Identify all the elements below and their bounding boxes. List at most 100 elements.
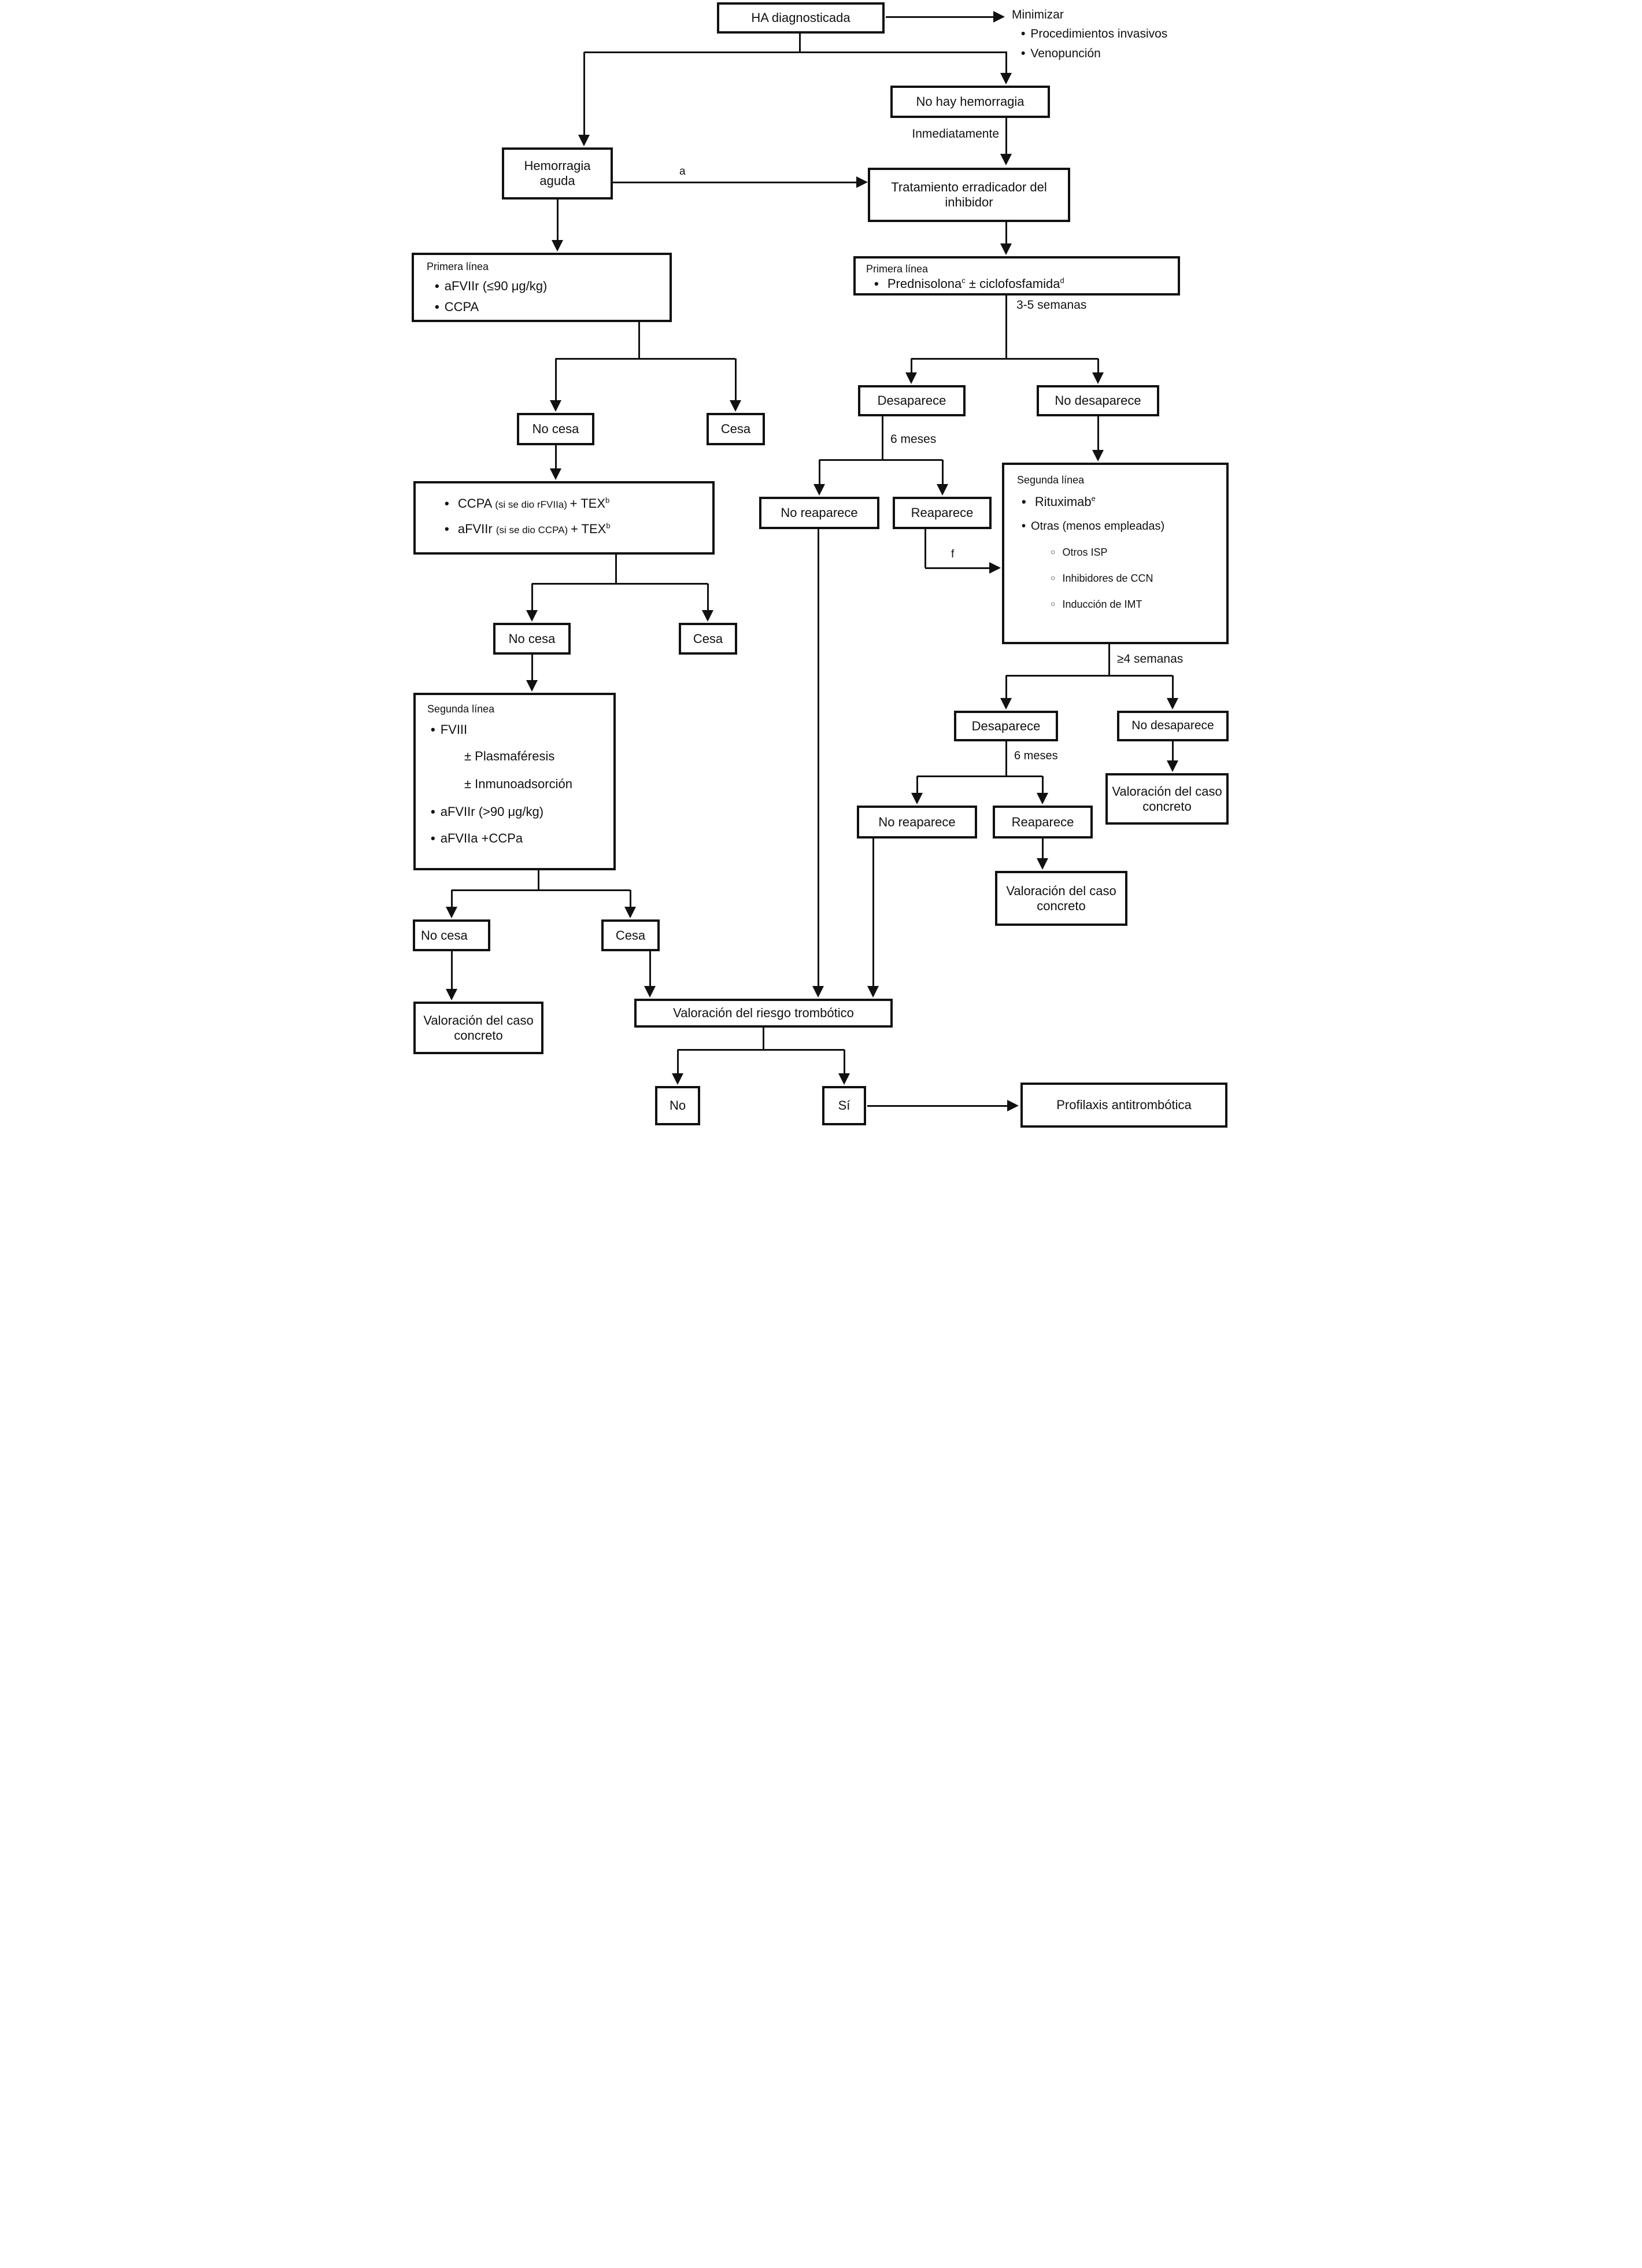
drug-name: Prednisolona	[887, 276, 962, 291]
arrowhead-icon	[1092, 450, 1104, 461]
arrowhead-icon	[838, 1073, 850, 1085]
edge-label-3-5-semanas: 3-5 semanas	[1016, 298, 1087, 312]
node-riesgo-trombotico: Valoración del riesgo trombótico	[634, 999, 893, 1028]
treatment-item: Otras (menos empleadas)	[1022, 520, 1214, 534]
footnote-sup-c: c	[961, 276, 966, 285]
arrowhead-icon	[578, 135, 590, 146]
connector-line	[867, 1105, 1008, 1107]
footnote-sup-d: d	[1060, 276, 1064, 285]
node-label: Hemorragia aguda	[524, 158, 591, 188]
arrowhead-icon	[905, 372, 917, 384]
arrowhead-icon	[1037, 858, 1048, 870]
connector-line	[531, 583, 533, 611]
node-label: Valoración del caso concreto	[1006, 883, 1116, 913]
arrowhead-icon	[526, 610, 538, 622]
node-label: No cesa	[532, 422, 579, 437]
node-label: No cesa	[508, 631, 556, 646]
arrowhead-icon	[1167, 760, 1178, 772]
connector-line	[707, 583, 709, 611]
drug-name: + TEX	[570, 521, 606, 536]
arrowhead-icon	[911, 793, 923, 804]
connector-line	[1172, 675, 1174, 699]
drug-name: ± ciclofosfamida	[965, 276, 1060, 291]
node-label: Sí	[838, 1098, 850, 1113]
connector-line	[924, 529, 926, 568]
connector-line	[555, 445, 557, 470]
node-no-cesa-2: No cesa	[493, 623, 571, 655]
arrowhead-icon	[989, 562, 1001, 574]
node-primera-linea-der: Primera línea Prednisolonac ± ciclofosfa…	[853, 256, 1180, 295]
connector-line	[763, 1028, 764, 1050]
drug-name: + TEX	[569, 496, 605, 511]
arrowhead-icon	[813, 484, 825, 496]
minimizar-title: Minimizar	[1012, 8, 1064, 21]
connector-line	[678, 1049, 844, 1051]
arrowhead-icon	[1167, 698, 1178, 710]
node-reaparece-2: Reaparece	[993, 806, 1093, 839]
connector-line	[1097, 416, 1099, 451]
treatment-subitem: Inhibidores de CCN	[1017, 572, 1214, 585]
connector-line	[1005, 675, 1007, 699]
node-label: No cesa	[421, 928, 468, 943]
arrowhead-icon	[812, 986, 824, 998]
flowchart-canvas: HA diagnosticada Minimizar Procedimiento…	[410, 0, 1232, 1134]
node-label: Valoración del caso concreto	[1112, 784, 1222, 814]
arrowhead-icon	[867, 986, 879, 998]
node-cesa-1: Cesa	[707, 413, 765, 445]
arrowhead-icon	[672, 1073, 683, 1085]
arrowhead-icon	[702, 610, 713, 622]
connector-line	[613, 182, 857, 183]
connector-line	[1042, 776, 1044, 794]
node-label: Cesa	[693, 631, 723, 646]
condition-text: (si se dio rFVIIa)	[495, 499, 570, 510]
arrowhead-icon	[446, 989, 457, 1000]
arrowhead-icon	[993, 11, 1005, 23]
node-label: Desaparece	[971, 718, 1041, 733]
connector-line	[1006, 675, 1173, 677]
connector-line	[451, 890, 453, 908]
node-profilaxis: Profilaxis antitrombótica	[1020, 1083, 1227, 1128]
connector-line	[882, 416, 883, 460]
node-reaparece-1: Reaparece	[893, 497, 992, 529]
drug-name: aFVIIr	[457, 521, 496, 536]
node-no: No	[655, 1086, 700, 1125]
minimizar-item-procedimientos: Procedimientos invasivos	[1021, 27, 1167, 41]
node-label: No hay hemorragia	[916, 94, 1025, 109]
connector-line	[649, 951, 651, 987]
node-segunda-linea-der: Segunda línea Rituximabe Otras (menos em…	[1002, 463, 1229, 644]
treatment-subitem: Otros ISP	[1017, 546, 1214, 559]
connector-line	[1108, 644, 1110, 675]
node-label: No desaparece	[1055, 393, 1141, 408]
connector-line	[557, 200, 559, 241]
arrowhead-icon	[1000, 154, 1012, 165]
connector-line	[583, 52, 585, 136]
drug-name: Rituximab	[1034, 494, 1092, 509]
connector-line	[1005, 741, 1007, 776]
treatment-item: aFVIIr (>90 μg/kg)	[431, 804, 602, 819]
arrowhead-icon	[856, 176, 868, 188]
arrowhead-icon	[550, 400, 561, 412]
box-title: Primera línea	[427, 261, 489, 272]
arrowhead-icon	[526, 680, 538, 692]
node-desaparece-1: Desaparece	[858, 385, 966, 416]
node-desaparece-2: Desaparece	[954, 711, 1058, 741]
node-valoracion-caso-3: Valoración del caso concreto	[413, 1002, 543, 1054]
connector-line	[819, 459, 942, 461]
node-ccpa-tex: CCPA (si se dio rFVIIa) + TEXb aFVIIr (s…	[413, 481, 715, 555]
connector-line	[916, 776, 918, 794]
connector-line	[1005, 222, 1007, 245]
node-label: No	[669, 1098, 686, 1113]
node-label: No reaparece	[781, 505, 858, 520]
connector-line	[925, 567, 992, 569]
edge-label-4-semanas: ≥4 semanas	[1117, 652, 1184, 666]
treatment-item: CCPA (si se dio rFVIIa) + TEXb	[445, 496, 701, 511]
connector-line	[1042, 839, 1044, 859]
node-label: HA diagnosticada	[751, 10, 850, 25]
arrowhead-icon	[1037, 793, 1048, 804]
node-label: Cesa	[615, 928, 646, 943]
node-tratamiento-erradicador: Tratamiento erradicador del inhibidor	[868, 168, 1070, 222]
edge-label-inmediatamente: Inmediatamente	[912, 127, 999, 141]
node-label: Profilaxis antitrombótica	[1056, 1098, 1192, 1113]
footnote-sup-e: e	[1091, 494, 1096, 503]
node-cesa-3: Cesa	[601, 919, 660, 951]
